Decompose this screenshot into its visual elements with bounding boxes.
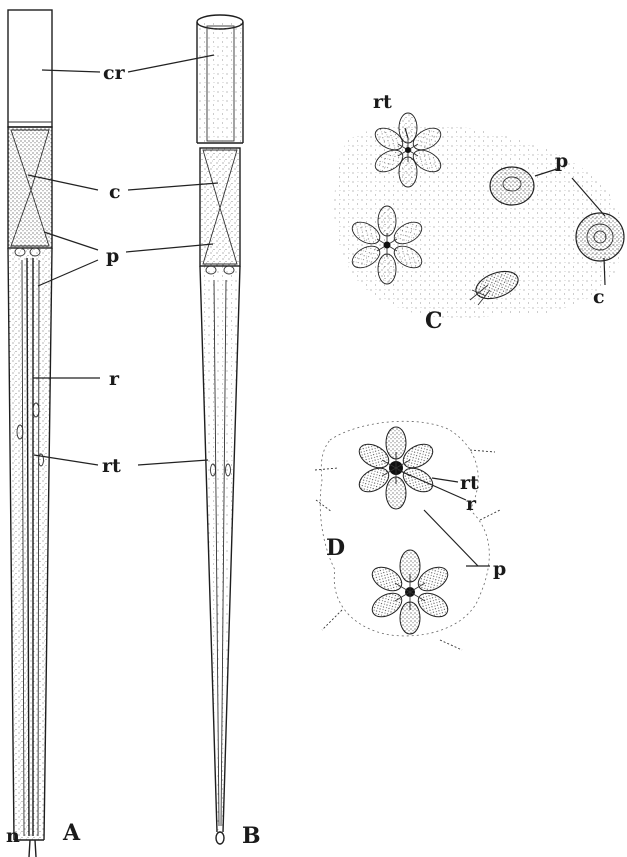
label-rt: rt xyxy=(102,455,121,477)
label-p: p xyxy=(106,245,119,267)
panel-label-b: B xyxy=(242,823,261,849)
corneal-lens-a xyxy=(8,10,52,127)
ommatidium-b xyxy=(197,15,243,844)
panel-label-d: D xyxy=(326,535,345,561)
label-d-rt: rt xyxy=(460,472,479,494)
cone-section-c xyxy=(576,213,624,261)
label-c-p: p xyxy=(555,150,568,172)
label-c: c xyxy=(109,181,121,203)
pigment-cell-c1 xyxy=(490,167,534,205)
retinula-a xyxy=(8,248,52,840)
label-n: n xyxy=(6,825,20,847)
ommatidium-a xyxy=(8,10,52,857)
rosette-d2 xyxy=(368,550,452,634)
panel-label-c: C xyxy=(425,308,443,334)
panel-label-a: A xyxy=(62,820,81,846)
label-cr: cr xyxy=(103,62,126,84)
label-d-r: r xyxy=(466,493,477,515)
cross-section-c xyxy=(334,113,624,319)
label-c-rt: rt xyxy=(373,91,392,113)
rosette-d1 xyxy=(355,427,437,509)
label-r: r xyxy=(109,368,120,390)
leader-lines-ab xyxy=(28,55,218,465)
crystalline-cone-a xyxy=(8,127,52,248)
label-c-c: c xyxy=(593,286,605,308)
label-d-p: p xyxy=(493,558,506,580)
